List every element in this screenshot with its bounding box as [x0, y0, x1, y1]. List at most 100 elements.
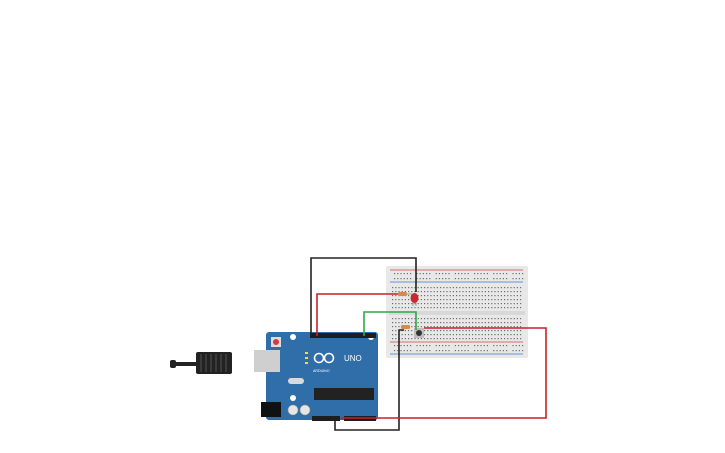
breadboard-hole[interactable]	[424, 287, 426, 289]
breadboard-hole[interactable]	[454, 345, 456, 347]
breadboard-hole[interactable]	[500, 287, 502, 289]
breadboard-hole[interactable]	[404, 291, 406, 293]
breadboard-hole[interactable]	[454, 350, 456, 352]
breadboard-hole[interactable]	[414, 322, 416, 324]
breadboard-hole[interactable]	[452, 318, 454, 320]
breadboard-hole[interactable]	[417, 338, 419, 340]
breadboard-hole[interactable]	[494, 299, 496, 301]
breadboard-hole[interactable]	[426, 273, 428, 275]
breadboard-hole[interactable]	[440, 338, 442, 340]
breadboard-hole[interactable]	[430, 338, 432, 340]
breadboard-hole[interactable]	[436, 318, 438, 320]
breadboard-hole[interactable]	[462, 299, 464, 301]
breadboard-hole[interactable]	[404, 287, 406, 289]
breadboard-hole[interactable]	[446, 295, 448, 297]
breadboard-hole[interactable]	[488, 287, 490, 289]
breadboard-hole[interactable]	[446, 322, 448, 324]
breadboard-hole[interactable]	[480, 345, 482, 347]
breadboard-hole[interactable]	[392, 303, 394, 305]
breadboard-hole[interactable]	[401, 299, 403, 301]
breadboard-hole[interactable]	[426, 278, 428, 280]
breadboard-hole[interactable]	[512, 345, 514, 347]
breadboard-hole[interactable]	[408, 334, 410, 336]
breadboard-hole[interactable]	[478, 287, 480, 289]
breadboard-hole[interactable]	[478, 334, 480, 336]
breadboard-hole[interactable]	[493, 345, 495, 347]
breadboard-hole[interactable]	[468, 318, 470, 320]
breadboard-hole[interactable]	[459, 326, 461, 328]
breadboard-hole[interactable]	[420, 338, 422, 340]
breadboard-hole[interactable]	[459, 322, 461, 324]
breadboard-hole[interactable]	[400, 350, 402, 352]
breadboard-hole[interactable]	[416, 350, 418, 352]
breadboard-hole[interactable]	[510, 299, 512, 301]
breadboard-hole[interactable]	[422, 273, 424, 275]
breadboard-hole[interactable]	[449, 295, 451, 297]
breadboard-hole[interactable]	[430, 303, 432, 305]
breadboard-hole[interactable]	[520, 338, 522, 340]
breadboard-hole[interactable]	[510, 322, 512, 324]
breadboard-hole[interactable]	[458, 345, 460, 347]
breadboard-hole[interactable]	[411, 334, 413, 336]
breadboard-hole[interactable]	[449, 307, 451, 309]
breadboard-hole[interactable]	[465, 287, 467, 289]
breadboard-hole[interactable]	[481, 291, 483, 293]
breadboard-hole[interactable]	[522, 350, 524, 352]
breadboard-hole[interactable]	[480, 273, 482, 275]
breadboard-hole[interactable]	[446, 307, 448, 309]
breadboard-hole[interactable]	[456, 303, 458, 305]
breadboard-hole[interactable]	[481, 307, 483, 309]
breadboard-hole[interactable]	[410, 350, 412, 352]
breadboard-hole[interactable]	[475, 287, 477, 289]
breadboard-hole[interactable]	[484, 330, 486, 332]
breadboard-hole[interactable]	[478, 330, 480, 332]
breadboard-hole[interactable]	[494, 295, 496, 297]
breadboard-hole[interactable]	[404, 338, 406, 340]
breadboard-hole[interactable]	[472, 299, 474, 301]
breadboard-hole[interactable]	[500, 307, 502, 309]
breadboard-hole[interactable]	[510, 330, 512, 332]
breadboard-hole[interactable]	[516, 303, 518, 305]
breadboard-hole[interactable]	[416, 345, 418, 347]
wire-signal-button[interactable]	[363, 311, 417, 336]
breadboard-hole[interactable]	[436, 287, 438, 289]
breadboard-hole[interactable]	[480, 350, 482, 352]
breadboard-hole[interactable]	[414, 291, 416, 293]
breadboard-hole[interactable]	[443, 291, 445, 293]
breadboard-hole[interactable]	[446, 299, 448, 301]
led[interactable]	[410, 293, 419, 303]
breadboard-hole[interactable]	[419, 273, 421, 275]
breadboard-hole[interactable]	[477, 350, 479, 352]
arduino-board[interactable]: UNO ARDUINO	[170, 332, 378, 421]
breadboard-hole[interactable]	[522, 273, 524, 275]
breadboard-hole[interactable]	[491, 287, 493, 289]
breadboard-hole[interactable]	[401, 287, 403, 289]
breadboard-hole[interactable]	[488, 330, 490, 332]
breadboard-hole[interactable]	[395, 326, 397, 328]
breadboard-hole[interactable]	[414, 287, 416, 289]
wire-signal-led[interactable]	[316, 293, 398, 336]
breadboard-hole[interactable]	[424, 291, 426, 293]
breadboard-hole[interactable]	[448, 273, 450, 275]
breadboard-hole[interactable]	[513, 318, 515, 320]
breadboard-hole[interactable]	[491, 334, 493, 336]
breadboard-hole[interactable]	[481, 338, 483, 340]
breadboard-hole[interactable]	[465, 318, 467, 320]
breadboard-hole[interactable]	[475, 326, 477, 328]
breadboard-hole[interactable]	[427, 307, 429, 309]
wire-ground-led[interactable]	[310, 257, 417, 336]
breadboard-hole[interactable]	[465, 330, 467, 332]
breadboard-hole[interactable]	[520, 291, 522, 293]
breadboard-hole[interactable]	[440, 291, 442, 293]
breadboard-hole[interactable]	[491, 330, 493, 332]
breadboard-hole[interactable]	[398, 299, 400, 301]
breadboard-hole[interactable]	[497, 291, 499, 293]
breadboard-hole[interactable]	[436, 322, 438, 324]
breadboard-hole[interactable]	[440, 318, 442, 320]
breadboard-hole[interactable]	[474, 278, 476, 280]
breadboard-hole[interactable]	[465, 334, 467, 336]
breadboard-hole[interactable]	[424, 326, 426, 328]
breadboard-hole[interactable]	[500, 338, 502, 340]
breadboard-hole[interactable]	[513, 291, 515, 293]
breadboard-hole[interactable]	[467, 273, 469, 275]
